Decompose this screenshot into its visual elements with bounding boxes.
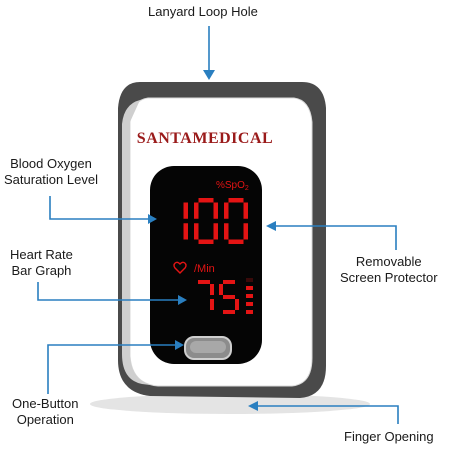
led-segment bbox=[183, 202, 188, 219]
callout-finger-opening: Finger Opening bbox=[344, 429, 434, 444]
callout-lanyard-loop-hole: Lanyard Loop Hole bbox=[148, 4, 258, 19]
led-segment bbox=[219, 284, 223, 295]
led-segment bbox=[210, 299, 214, 310]
bar-graph-segment bbox=[246, 294, 253, 298]
bar-graph-segment bbox=[246, 286, 253, 290]
led-segment bbox=[198, 198, 214, 203]
led-segment bbox=[224, 202, 229, 219]
led-segment bbox=[213, 202, 218, 219]
led-segment bbox=[228, 239, 244, 244]
heart-rate-bar-graph bbox=[246, 278, 253, 314]
callout-one-button-operation: One-Button Operation bbox=[12, 396, 79, 427]
led-segment bbox=[223, 310, 235, 314]
led-segment bbox=[183, 223, 188, 240]
callout-screen-protector: Removable Screen Protector bbox=[340, 254, 438, 285]
spo2-digits bbox=[183, 198, 248, 244]
brand-logo: SANTAMEDICAL bbox=[137, 130, 273, 147]
led-segment bbox=[194, 223, 199, 240]
led-segment bbox=[243, 223, 248, 240]
heart-icon bbox=[173, 261, 187, 274]
led-segment bbox=[224, 223, 229, 240]
callout-blood-oxygen: Blood Oxygen Saturation Level bbox=[4, 156, 98, 187]
callout-heart-rate-bar-graph: Heart Rate Bar Graph bbox=[10, 247, 73, 278]
pulse-unit-label: /Min bbox=[194, 263, 215, 275]
led-segment bbox=[198, 239, 214, 244]
led-segment bbox=[228, 198, 244, 203]
bar-graph-segment bbox=[246, 310, 253, 314]
led-segment bbox=[194, 202, 199, 219]
led-segment bbox=[213, 223, 218, 240]
led-segment bbox=[243, 202, 248, 219]
led-segment bbox=[210, 284, 214, 295]
led-segment bbox=[235, 299, 239, 310]
callout-lines bbox=[37, 26, 399, 424]
pulse-digits bbox=[198, 280, 239, 314]
spo2-unit-label: %SpO2 bbox=[216, 180, 249, 192]
led-segment bbox=[198, 280, 210, 284]
led-segment bbox=[223, 280, 235, 284]
led-segment bbox=[223, 295, 235, 299]
bar-graph-segment bbox=[246, 302, 253, 306]
bar-graph-segment bbox=[246, 278, 253, 282]
device-shadow bbox=[90, 394, 370, 414]
lcd-screen bbox=[150, 166, 262, 364]
